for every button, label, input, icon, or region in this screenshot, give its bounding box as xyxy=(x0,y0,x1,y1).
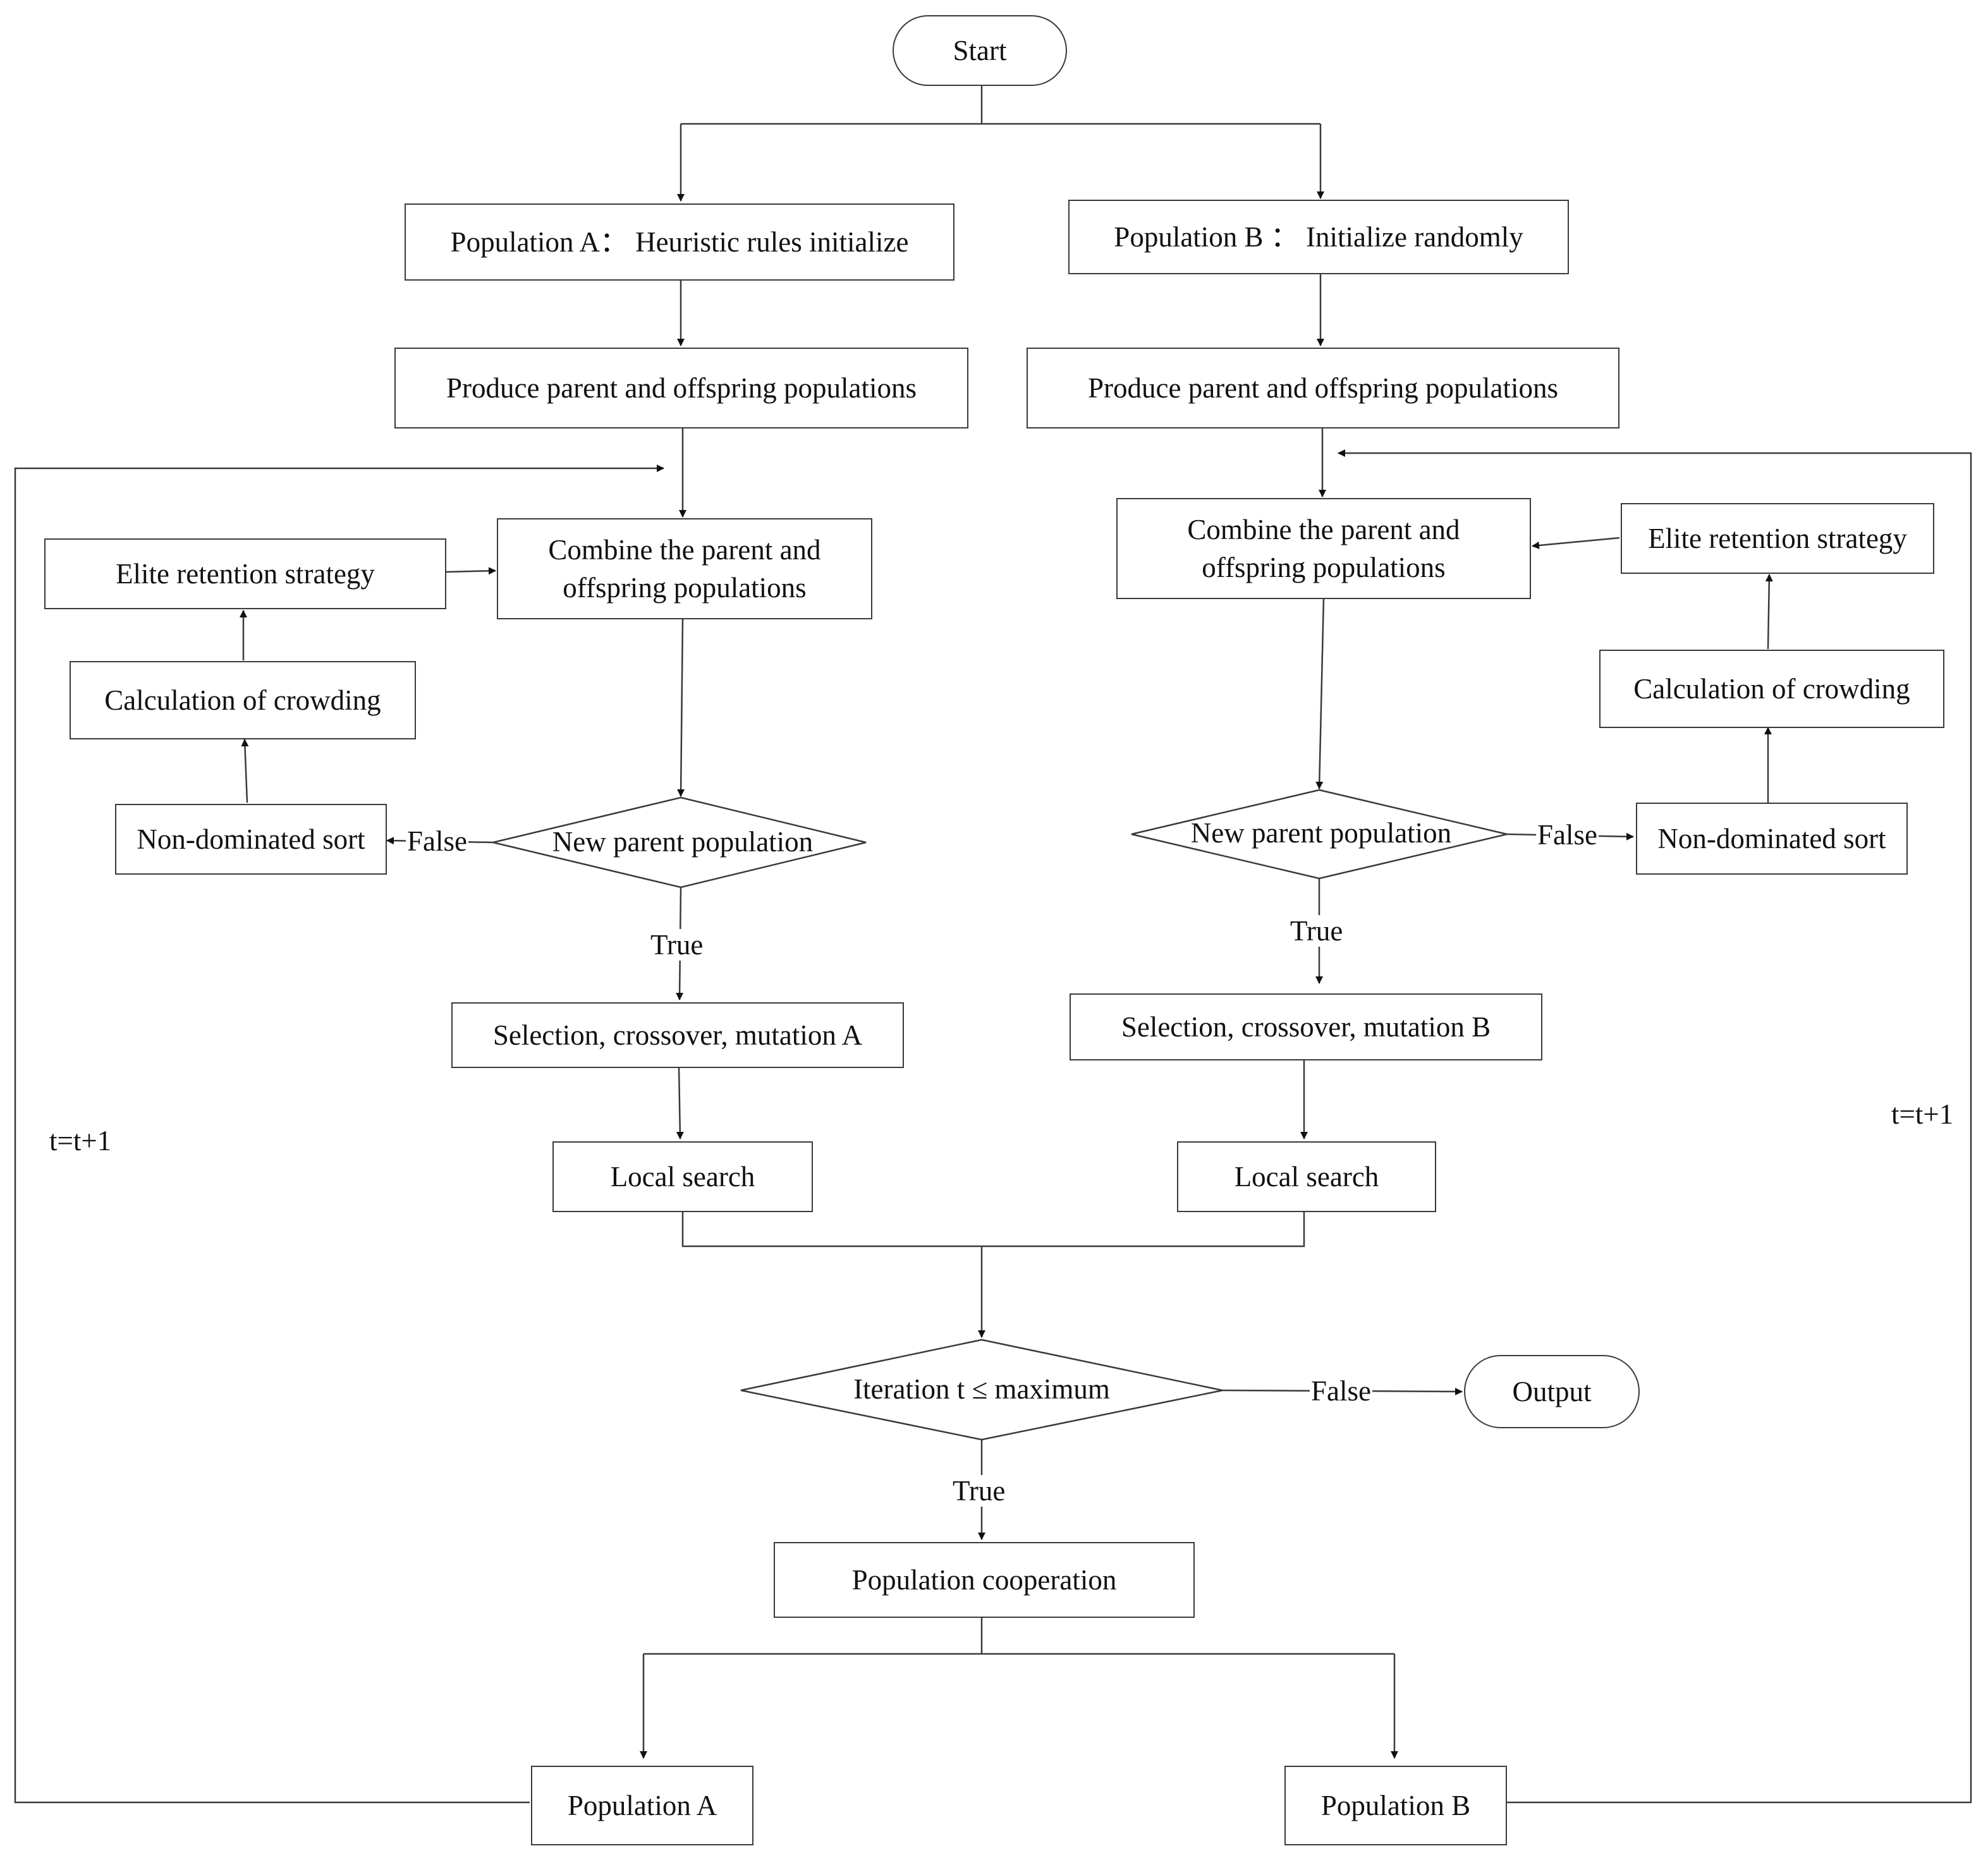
arrow-selection-local-a xyxy=(676,1066,684,1139)
output-terminal: Output xyxy=(1464,1355,1640,1428)
produce-b-box: Produce parent and offspring populations xyxy=(1027,348,1619,428)
arrow-nondom-crowding-a xyxy=(241,739,249,803)
elite-a-label: Elite retention strategy xyxy=(116,558,375,590)
cooperation-label: Population cooperation xyxy=(851,1564,1117,1596)
pop-b-init-box: Population B ： Initialize randomly xyxy=(1068,200,1569,274)
local-b-label: Local search xyxy=(1234,1161,1379,1193)
loop-label-b: t=t+1 xyxy=(1891,1098,1954,1130)
start-terminal: Start xyxy=(893,15,1067,86)
output-label: Output xyxy=(1512,1376,1592,1407)
arrow-combine-newparent-b xyxy=(1315,597,1325,789)
crowding-b-box: Calculation of crowding xyxy=(1599,650,1944,728)
newparent-a-label: New parent population xyxy=(552,826,814,858)
crowding-a-label: Calculation of crowding xyxy=(104,684,381,716)
cooperation-box: Population cooperation xyxy=(774,1542,1195,1618)
nondom-a-box: Non-dominated sort xyxy=(115,804,387,875)
crowding-a-box: Calculation of crowding xyxy=(70,661,416,739)
arrow-elite-combine-b xyxy=(1532,537,1620,549)
true-label-a: True xyxy=(649,929,705,961)
pop-a-init-box: Population A： Heuristic rules initialize xyxy=(405,203,954,281)
crowding-b-label: Calculation of crowding xyxy=(1633,673,1910,705)
elite-a-box: Elite retention strategy xyxy=(44,538,446,609)
combine-a-box: Combine the parent and offspring populat… xyxy=(497,518,872,619)
decision-newparent-b xyxy=(1131,789,1508,880)
produce-a-box: Produce parent and offspring populations xyxy=(394,348,968,428)
false-label-b: False xyxy=(1536,819,1599,851)
pop-b-label: Population B xyxy=(1320,1790,1471,1821)
produce-a-label: Produce parent and offspring populations xyxy=(446,372,917,404)
connector-cooperation-split xyxy=(643,1617,1394,1655)
loop-label-a: t=t+1 xyxy=(49,1125,112,1157)
selection-a-label: Selection, crossover, mutation A xyxy=(492,1019,863,1051)
start-label: Start xyxy=(953,35,1007,66)
local-a-label: Local search xyxy=(610,1161,755,1193)
nondom-b-label: Non-dominated sort xyxy=(1657,823,1886,854)
connector-local-merge xyxy=(681,1210,1305,1248)
arrow-crowding-elite-b xyxy=(1765,574,1773,650)
local-b-box: Local search xyxy=(1177,1141,1436,1212)
combine-b-label: Combine the parent and offspring populat… xyxy=(1187,514,1460,583)
newparent-b-label: New parent population xyxy=(1190,817,1452,849)
decision-iteration xyxy=(740,1339,1223,1441)
elite-b-label: Elite retention strategy xyxy=(1648,523,1907,554)
nondom-a-label: Non-dominated sort xyxy=(137,823,365,855)
elite-b-box: Elite retention strategy xyxy=(1621,503,1934,574)
decision-newparent-a xyxy=(492,796,867,889)
pop-a-init-label: Population A： Heuristic rules initialize xyxy=(450,226,909,258)
false-label-iteration: False xyxy=(1310,1375,1372,1407)
connector-start-split xyxy=(681,86,1320,125)
combine-b-box: Combine the parent and offspring populat… xyxy=(1116,498,1531,599)
produce-b-label: Produce parent and offspring populations xyxy=(1087,372,1559,404)
false-label-a: False xyxy=(406,825,468,857)
selection-a-box: Selection, crossover, mutation A xyxy=(451,1002,904,1068)
nondom-b-box: Non-dominated sort xyxy=(1636,803,1908,875)
true-label-b: True xyxy=(1289,915,1345,947)
loop-line-b xyxy=(1338,449,1972,1804)
pop-a-label: Population A xyxy=(567,1790,717,1821)
pop-a-box: Population A xyxy=(531,1766,753,1845)
selection-b-label: Selection, crossover, mutation B xyxy=(1121,1011,1491,1043)
arrow-combine-newparent-a xyxy=(677,617,685,797)
local-a-box: Local search xyxy=(552,1141,813,1212)
pop-b-box: Population B xyxy=(1284,1766,1507,1845)
arrow-elite-combine-a xyxy=(446,567,496,575)
loop-line-a xyxy=(14,464,664,1804)
true-label-iteration: True xyxy=(951,1475,1007,1507)
selection-b-box: Selection, crossover, mutation B xyxy=(1070,993,1542,1060)
combine-a-label: Combine the parent and offspring populat… xyxy=(548,534,821,604)
pop-b-init-label: Population B ： Initialize randomly xyxy=(1114,221,1523,253)
iteration-label: Iteration t ≤ maximum xyxy=(853,1373,1110,1405)
